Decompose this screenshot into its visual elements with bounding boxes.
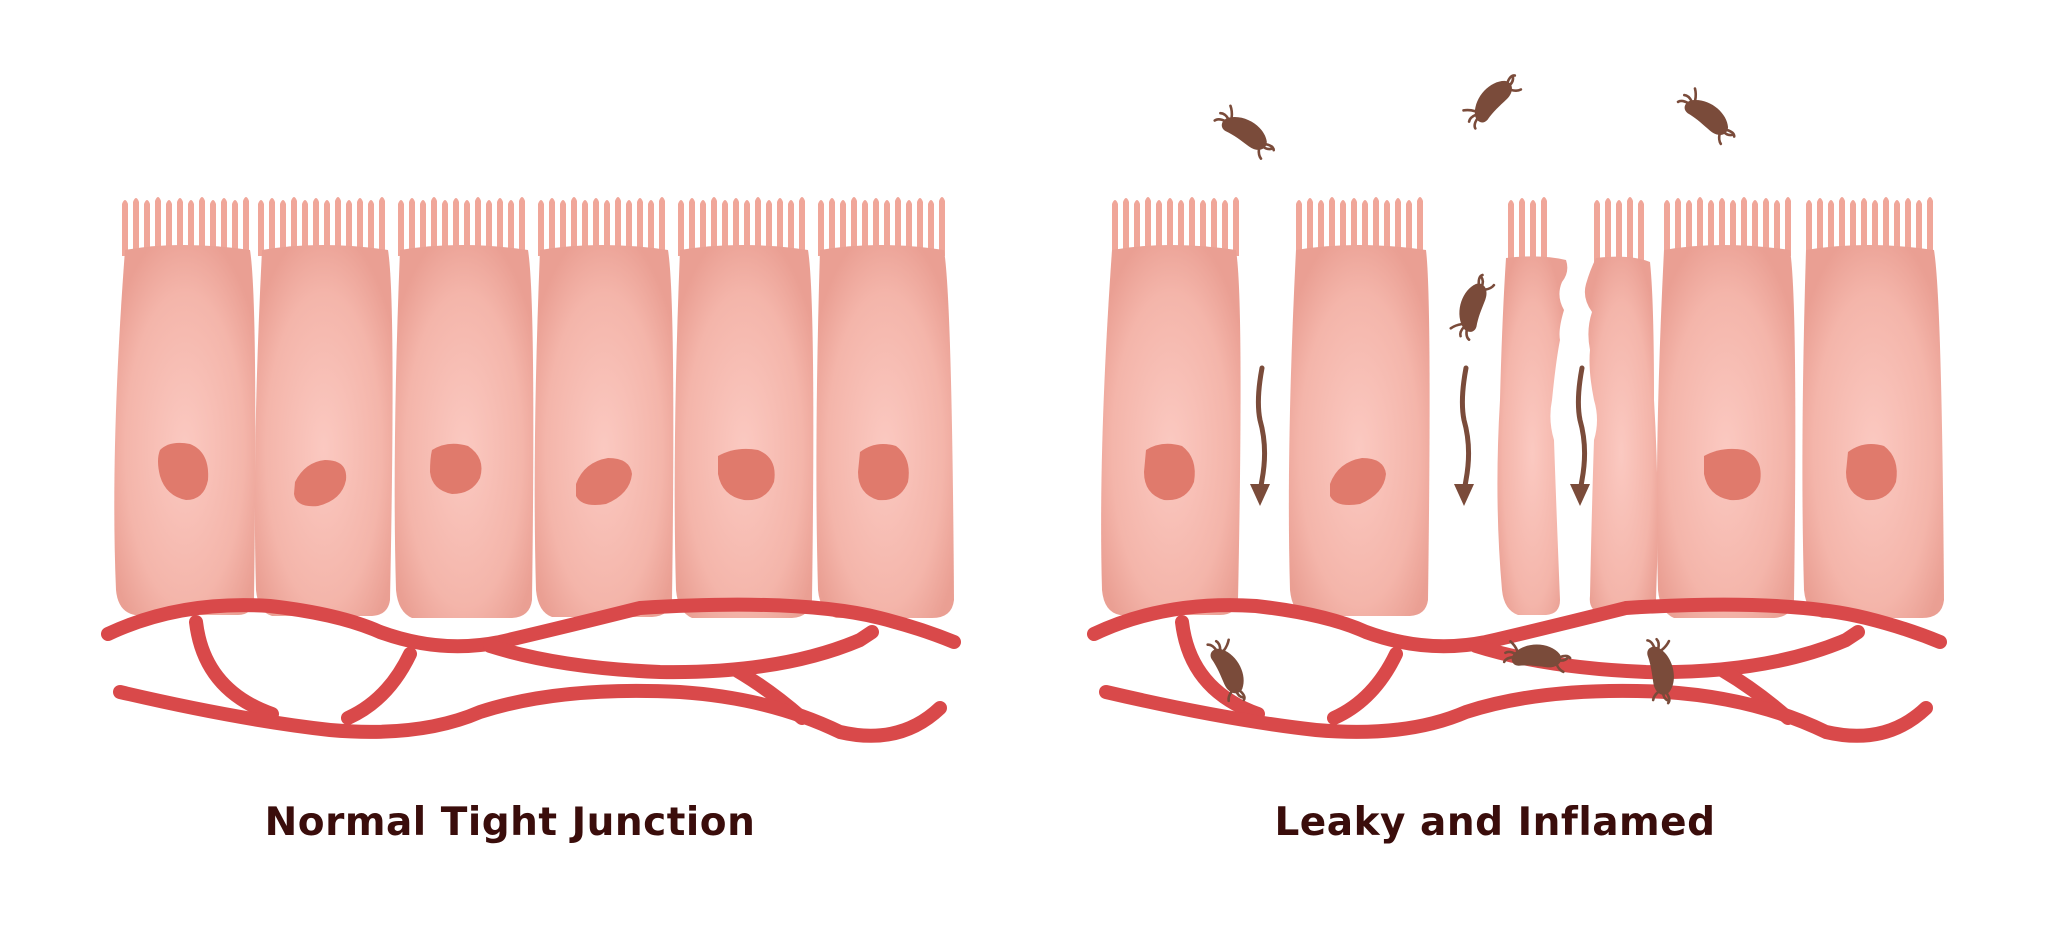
leaky-panel xyxy=(1087,61,1947,743)
blood-vessel-icon xyxy=(101,597,961,743)
arrow-down-wavy-icon xyxy=(1255,365,1588,495)
epithelial-cell-icon xyxy=(114,245,954,618)
nucleus-icon xyxy=(158,442,909,507)
microvilli-icon xyxy=(122,197,945,256)
nucleus-icon xyxy=(1144,443,1897,505)
normal-panel-title: Normal Tight Junction xyxy=(264,800,756,845)
epithelial-cell-icon xyxy=(1101,245,1944,618)
arrowhead-icon xyxy=(1250,484,1590,506)
normal-panel xyxy=(101,197,961,743)
leaky-panel-title: Leaky and Inflamed xyxy=(1274,800,1716,845)
